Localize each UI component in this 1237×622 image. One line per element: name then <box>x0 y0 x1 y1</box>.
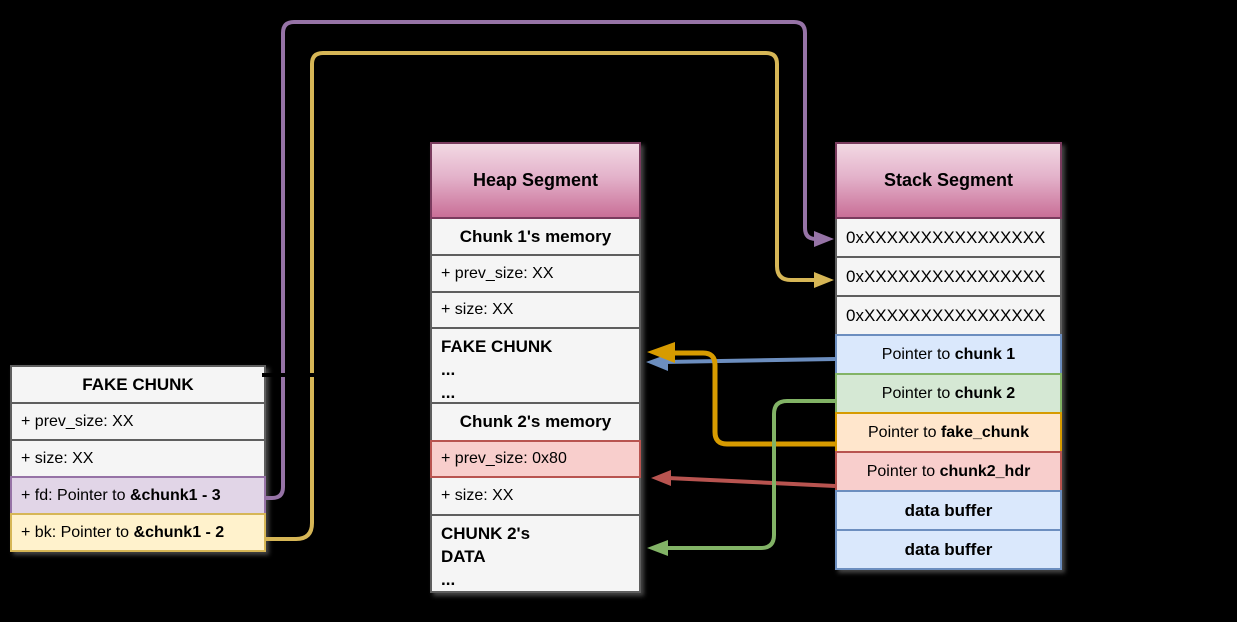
fake-chunk-row-bk: + bk: Pointer to &chunk1 - 2 <box>10 513 266 552</box>
stack-row-addr-3: 0xXXXXXXXXXXXXXXXX <box>835 295 1062 336</box>
arrow-ptr-chunk1-to-fake-chunk <box>646 354 836 371</box>
row-text: + prev_size: 0x80 <box>441 450 567 467</box>
heap-segment-table: Heap Segment Chunk 1's memory + prev_siz… <box>430 142 641 593</box>
fake-chunk-row-fd: + fd: Pointer to &chunk1 - 3 <box>10 476 266 515</box>
heap-row-prev-size-0x80: + prev_size: 0x80 <box>430 440 641 478</box>
row-text: + size: XX <box>21 449 94 467</box>
row-text: Chunk 2's memory <box>459 412 612 431</box>
row-line: CHUNK 2's <box>441 524 531 543</box>
stack-segment-table: Stack Segment 0xXXXXXXXXXXXXXXXX 0xXXXXX… <box>835 142 1062 570</box>
row-text: 0xXXXXXXXXXXXXXXXX <box>846 305 1046 325</box>
arrow-ptr-fake-chunk-to-fake-chunk <box>647 342 835 447</box>
row-line: ... <box>441 570 456 589</box>
row-text: 0xXXXXXXXXXXXXXXXX <box>846 266 1046 286</box>
row-text: data buffer <box>904 500 993 520</box>
row-text: Pointer to chunk2_hdr <box>866 462 1031 480</box>
fake-chunk-row-size: + size: XX <box>10 439 266 478</box>
stack-segment-header: Stack Segment <box>835 142 1062 219</box>
heap-row-chunk2-data: CHUNK 2's DATA ... <box>430 514 641 593</box>
arrow-ptr-chunk2-to-chunk2-data <box>647 399 835 556</box>
row-text: data buffer <box>904 539 993 559</box>
row-text: Pointer to chunk 1 <box>881 345 1016 363</box>
row-text: + size: XX <box>441 487 514 504</box>
heap-row-chunk1-memory: Chunk 1's memory <box>430 217 641 256</box>
stack-row-ptr-fake-chunk: Pointer to fake_chunk <box>835 412 1062 453</box>
fake-chunk-row-prev-size: + prev_size: XX <box>10 402 266 441</box>
stack-row-ptr-chunk2: Pointer to chunk 2 <box>835 373 1062 414</box>
fake-chunk-table: FAKE CHUNK + prev_size: XX + size: XX + … <box>10 365 266 552</box>
heap-row-fake-chunk: FAKE CHUNK ... ... <box>430 327 641 404</box>
row-text: 0xXXXXXXXXXXXXXXXX <box>846 227 1046 247</box>
row-text: Pointer to chunk 2 <box>881 384 1016 402</box>
heap-row-prev-size: + prev_size: XX <box>430 254 641 293</box>
heap-segment-header: Heap Segment <box>430 142 641 219</box>
stack-row-addr-1: 0xXXXXXXXXXXXXXXXX <box>835 217 1062 258</box>
stack-row-data-buffer-2: data buffer <box>835 529 1062 570</box>
row-text: Pointer to fake_chunk <box>868 423 1029 441</box>
row-line: FAKE CHUNK <box>441 337 553 356</box>
stack-row-addr-2: 0xXXXXXXXXXXXXXXXX <box>835 256 1062 297</box>
row-line: ... <box>441 360 456 379</box>
row-text: + prev_size: XX <box>441 264 554 282</box>
stack-row-data-buffer-1: data buffer <box>835 490 1062 531</box>
arrow-ptr-chunk2hdr-to-prev-size <box>651 470 836 488</box>
row-text: + bk: Pointer to &chunk1 - 2 <box>21 523 225 541</box>
row-text: + fd: Pointer to &chunk1 - 3 <box>21 486 221 504</box>
row-text: + size: XX <box>441 301 514 318</box>
row-text: + prev_size: XX <box>21 412 134 430</box>
fake-chunk-title: FAKE CHUNK <box>10 365 266 404</box>
stack-row-ptr-chunk1: Pointer to chunk 1 <box>835 334 1062 375</box>
row-text: Chunk 1's memory <box>459 226 612 246</box>
heap-row-chunk2-memory: Chunk 2's memory <box>430 402 641 442</box>
row-line: ... <box>441 383 456 402</box>
heap-row-size: + size: XX <box>430 291 641 329</box>
heap-row-size2: + size: XX <box>430 476 641 516</box>
row-line: DATA <box>441 547 486 566</box>
stack-row-ptr-chunk2-hdr: Pointer to chunk2_hdr <box>835 451 1062 492</box>
